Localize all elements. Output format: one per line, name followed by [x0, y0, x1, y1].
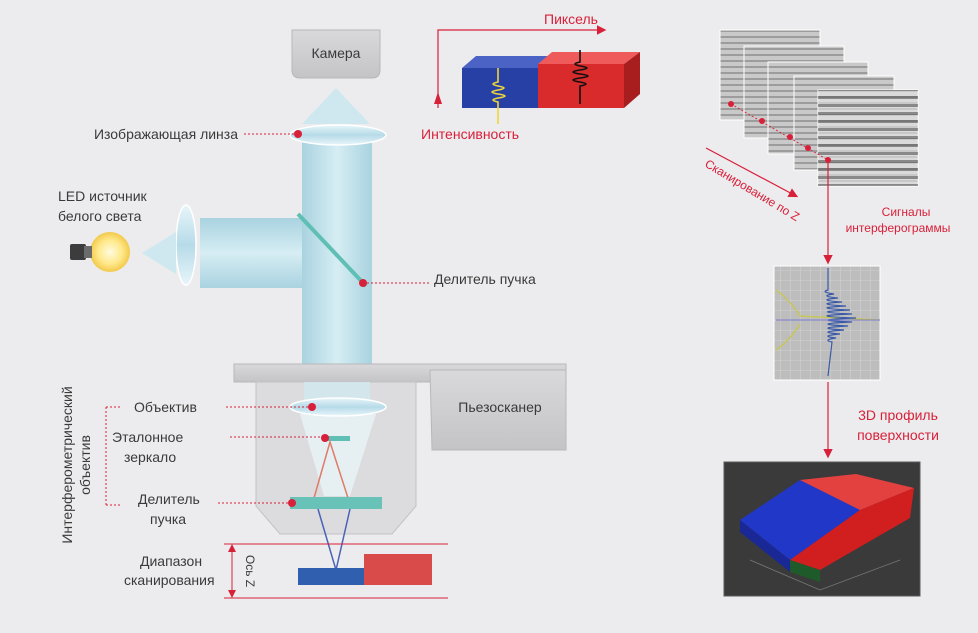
reference-label-line2: зеркало: [124, 449, 176, 465]
signals-label-line1: Сигналы: [882, 205, 931, 219]
pixel-axis: [437, 25, 607, 108]
horizontal-beam: [200, 218, 302, 288]
pixel-diagram: Пиксель Интенсивность: [421, 11, 640, 142]
surface-profile-3d: [723, 461, 921, 597]
piezo-scanner-box: [429, 369, 567, 451]
objective-label: Объектив: [134, 399, 197, 415]
reference-dot: [321, 434, 329, 442]
camera: Камера: [291, 29, 381, 79]
piezo-label: Пьезосканер: [458, 399, 542, 415]
range-arrow-head-bottom: [228, 590, 236, 598]
profile-label-line1: 3D профиль: [858, 407, 938, 423]
led-label-line2: белого света: [58, 208, 142, 224]
imaging-lens-dot: [294, 130, 302, 138]
objective-lens: [289, 397, 387, 417]
vertical-beam: [302, 130, 372, 370]
yellow-interferogram: [491, 68, 506, 124]
beam-splitter-label: Делитель пучка: [434, 271, 536, 287]
range-label-line2: сканирования: [124, 572, 215, 588]
intensity-label: Интенсивность: [421, 126, 519, 142]
sample-red-block: [364, 554, 432, 585]
objective-cone: [300, 414, 376, 496]
black-interferogram: [572, 50, 589, 104]
beam-splitter-mirror: [296, 212, 368, 288]
fringe-image-stack: [719, 29, 919, 187]
pixel-label: Пиксель: [544, 11, 598, 27]
signals-label-line2: интерферограммы: [846, 221, 951, 235]
camera-label: Камера: [312, 45, 361, 61]
splitter2-dot: [288, 499, 296, 507]
range-label-line1: Диапазон: [140, 553, 202, 569]
scan-z-arrow: [705, 147, 799, 198]
beam-splitter-dot: [359, 279, 367, 287]
profile-label-line2: поверхности: [857, 427, 939, 443]
imaging-lens-label: Изображающая линза: [94, 126, 238, 142]
interferogram-signal-plot: [773, 265, 881, 381]
splitter-plate: [290, 497, 382, 509]
interferometric-label-line1: Интерферометрический: [59, 386, 75, 543]
splitter2-label-line1: Делитель: [138, 491, 200, 507]
objective-dot: [308, 403, 316, 411]
reference-label-line1: Эталонное: [112, 429, 183, 445]
led-lens: [175, 204, 197, 286]
imaging-lens: [289, 124, 387, 146]
z-axis-label: Ось Z: [243, 555, 257, 587]
interferometric-label-line2: объектив: [77, 435, 93, 495]
range-arrow-head-top: [228, 544, 236, 552]
led-cone: [142, 232, 176, 274]
led-label-line1: LED источник: [58, 188, 148, 204]
led-bulb-icon: [70, 232, 130, 272]
intensity-arrowhead: [434, 92, 442, 104]
scan-z-label: Сканирование по Z: [702, 157, 801, 224]
reference-mirror: [322, 436, 350, 441]
splitter2-label-line2: пучка: [150, 511, 186, 527]
reference-beam-path: [313, 439, 349, 499]
camera-cone: [302, 88, 370, 124]
sample-blue-block: [298, 568, 364, 585]
